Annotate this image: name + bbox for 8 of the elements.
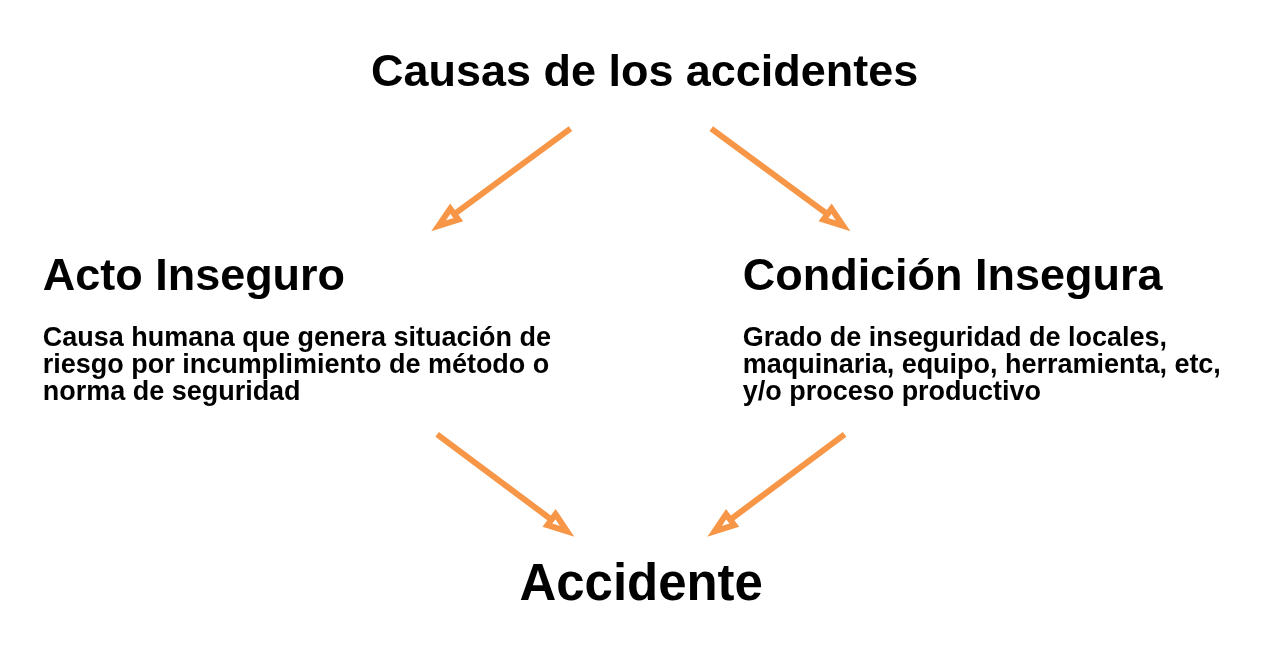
arrow [435, 431, 575, 537]
node-text: Causas de los accidentes [371, 44, 919, 96]
node-text: Acto Inseguro Causa humana que genera situación de riesgo por incumplimiento de método o norma de seguridad [42, 248, 551, 406]
arrow [431, 125, 573, 231]
arrow [709, 125, 851, 231]
arrow [707, 431, 847, 537]
node-text: Condición Insegura Grado de inseguridad de locales, maquinaria, equipo, herramienta, etc, y/o proceso productivo [742, 248, 1221, 406]
node-text: Accidente [519, 553, 763, 611]
